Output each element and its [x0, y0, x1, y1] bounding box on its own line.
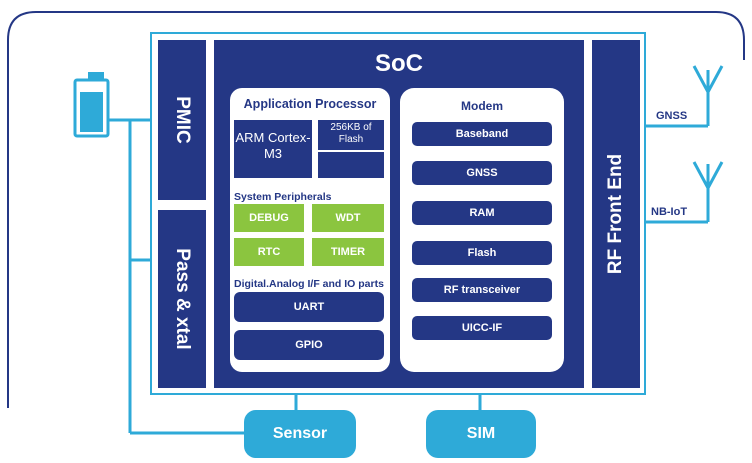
gpio-label: GPIO: [295, 339, 323, 351]
timer-block: TIMER: [312, 238, 384, 266]
peripherals-title: System Peripherals: [234, 191, 332, 203]
app-processor-title: Application Processor: [243, 97, 377, 111]
sensor-label: Sensor: [272, 425, 328, 442]
board-border: [7, 11, 745, 408]
debug-label: DEBUG: [249, 212, 289, 224]
soc-title: SoC: [375, 50, 423, 77]
sensor-block: Sensor: [244, 410, 356, 458]
app-processor-panel: Application Processor ARM Cortex-M3 256K…: [230, 88, 390, 372]
cpu-label: ARM Cortex-M3: [235, 130, 311, 161]
modem-panel: Modem Baseband GNSS RAM Flash RF transce…: [400, 88, 564, 372]
rf-front-end-label: RF Front End: [605, 153, 626, 275]
modem-flash-label: Flash: [467, 247, 497, 259]
modem-uicc-if-label: UICC-IF: [461, 322, 503, 334]
debug-block: DEBUG: [234, 204, 304, 232]
gpio-block: GPIO: [234, 330, 384, 360]
pass-xtal-block: Pass & xtal: [158, 210, 206, 388]
pmic-block: PMIC: [158, 40, 206, 200]
modem-flash: Flash: [412, 241, 552, 265]
modem-ram: RAM: [412, 201, 552, 225]
rtc-block: RTC: [234, 238, 304, 266]
cpu-block: ARM Cortex-M3: [234, 120, 312, 178]
modem-baseband: Baseband: [412, 122, 552, 146]
wdt-block: WDT: [312, 204, 384, 232]
modem-rf-transceiver-label: RF transceiver: [443, 284, 521, 296]
flash-label: 256KB of Flash: [330, 122, 372, 145]
sim-label: SIM: [466, 425, 496, 442]
gnss-antenna-icon: [692, 65, 724, 126]
timer-label: TIMER: [330, 246, 366, 258]
rtc-label: RTC: [257, 246, 281, 258]
modem-gnss: GNSS: [412, 161, 552, 185]
wdt-label: WDT: [335, 212, 361, 224]
modem-rf-transceiver: RF transceiver: [412, 278, 552, 302]
flash-block: 256KB of Flash: [318, 120, 384, 150]
modem-ram-label: RAM: [469, 207, 495, 219]
rf-front-end-block: RF Front End: [592, 40, 640, 388]
uart-label: UART: [293, 301, 325, 313]
modem-title: Modem: [461, 99, 503, 113]
nbiot-antenna-icon: [692, 161, 724, 222]
nbiot-antenna-label: NB-IoT: [651, 206, 688, 218]
flash-extra-block: [318, 152, 384, 178]
modem-uicc-if: UICC-IF: [412, 316, 552, 340]
pass-xtal-label: Pass & xtal: [172, 248, 193, 350]
battery-icon: [73, 72, 110, 138]
uart-block: UART: [234, 292, 384, 322]
pmic-label: PMIC: [172, 96, 193, 144]
io-title: Digital.Analog I/F and IO parts: [234, 278, 384, 290]
modem-gnss-label: GNSS: [466, 167, 498, 179]
gnss-antenna-label: GNSS: [656, 110, 688, 122]
modem-baseband-label: Baseband: [455, 128, 509, 140]
sim-block: SIM: [426, 410, 536, 458]
